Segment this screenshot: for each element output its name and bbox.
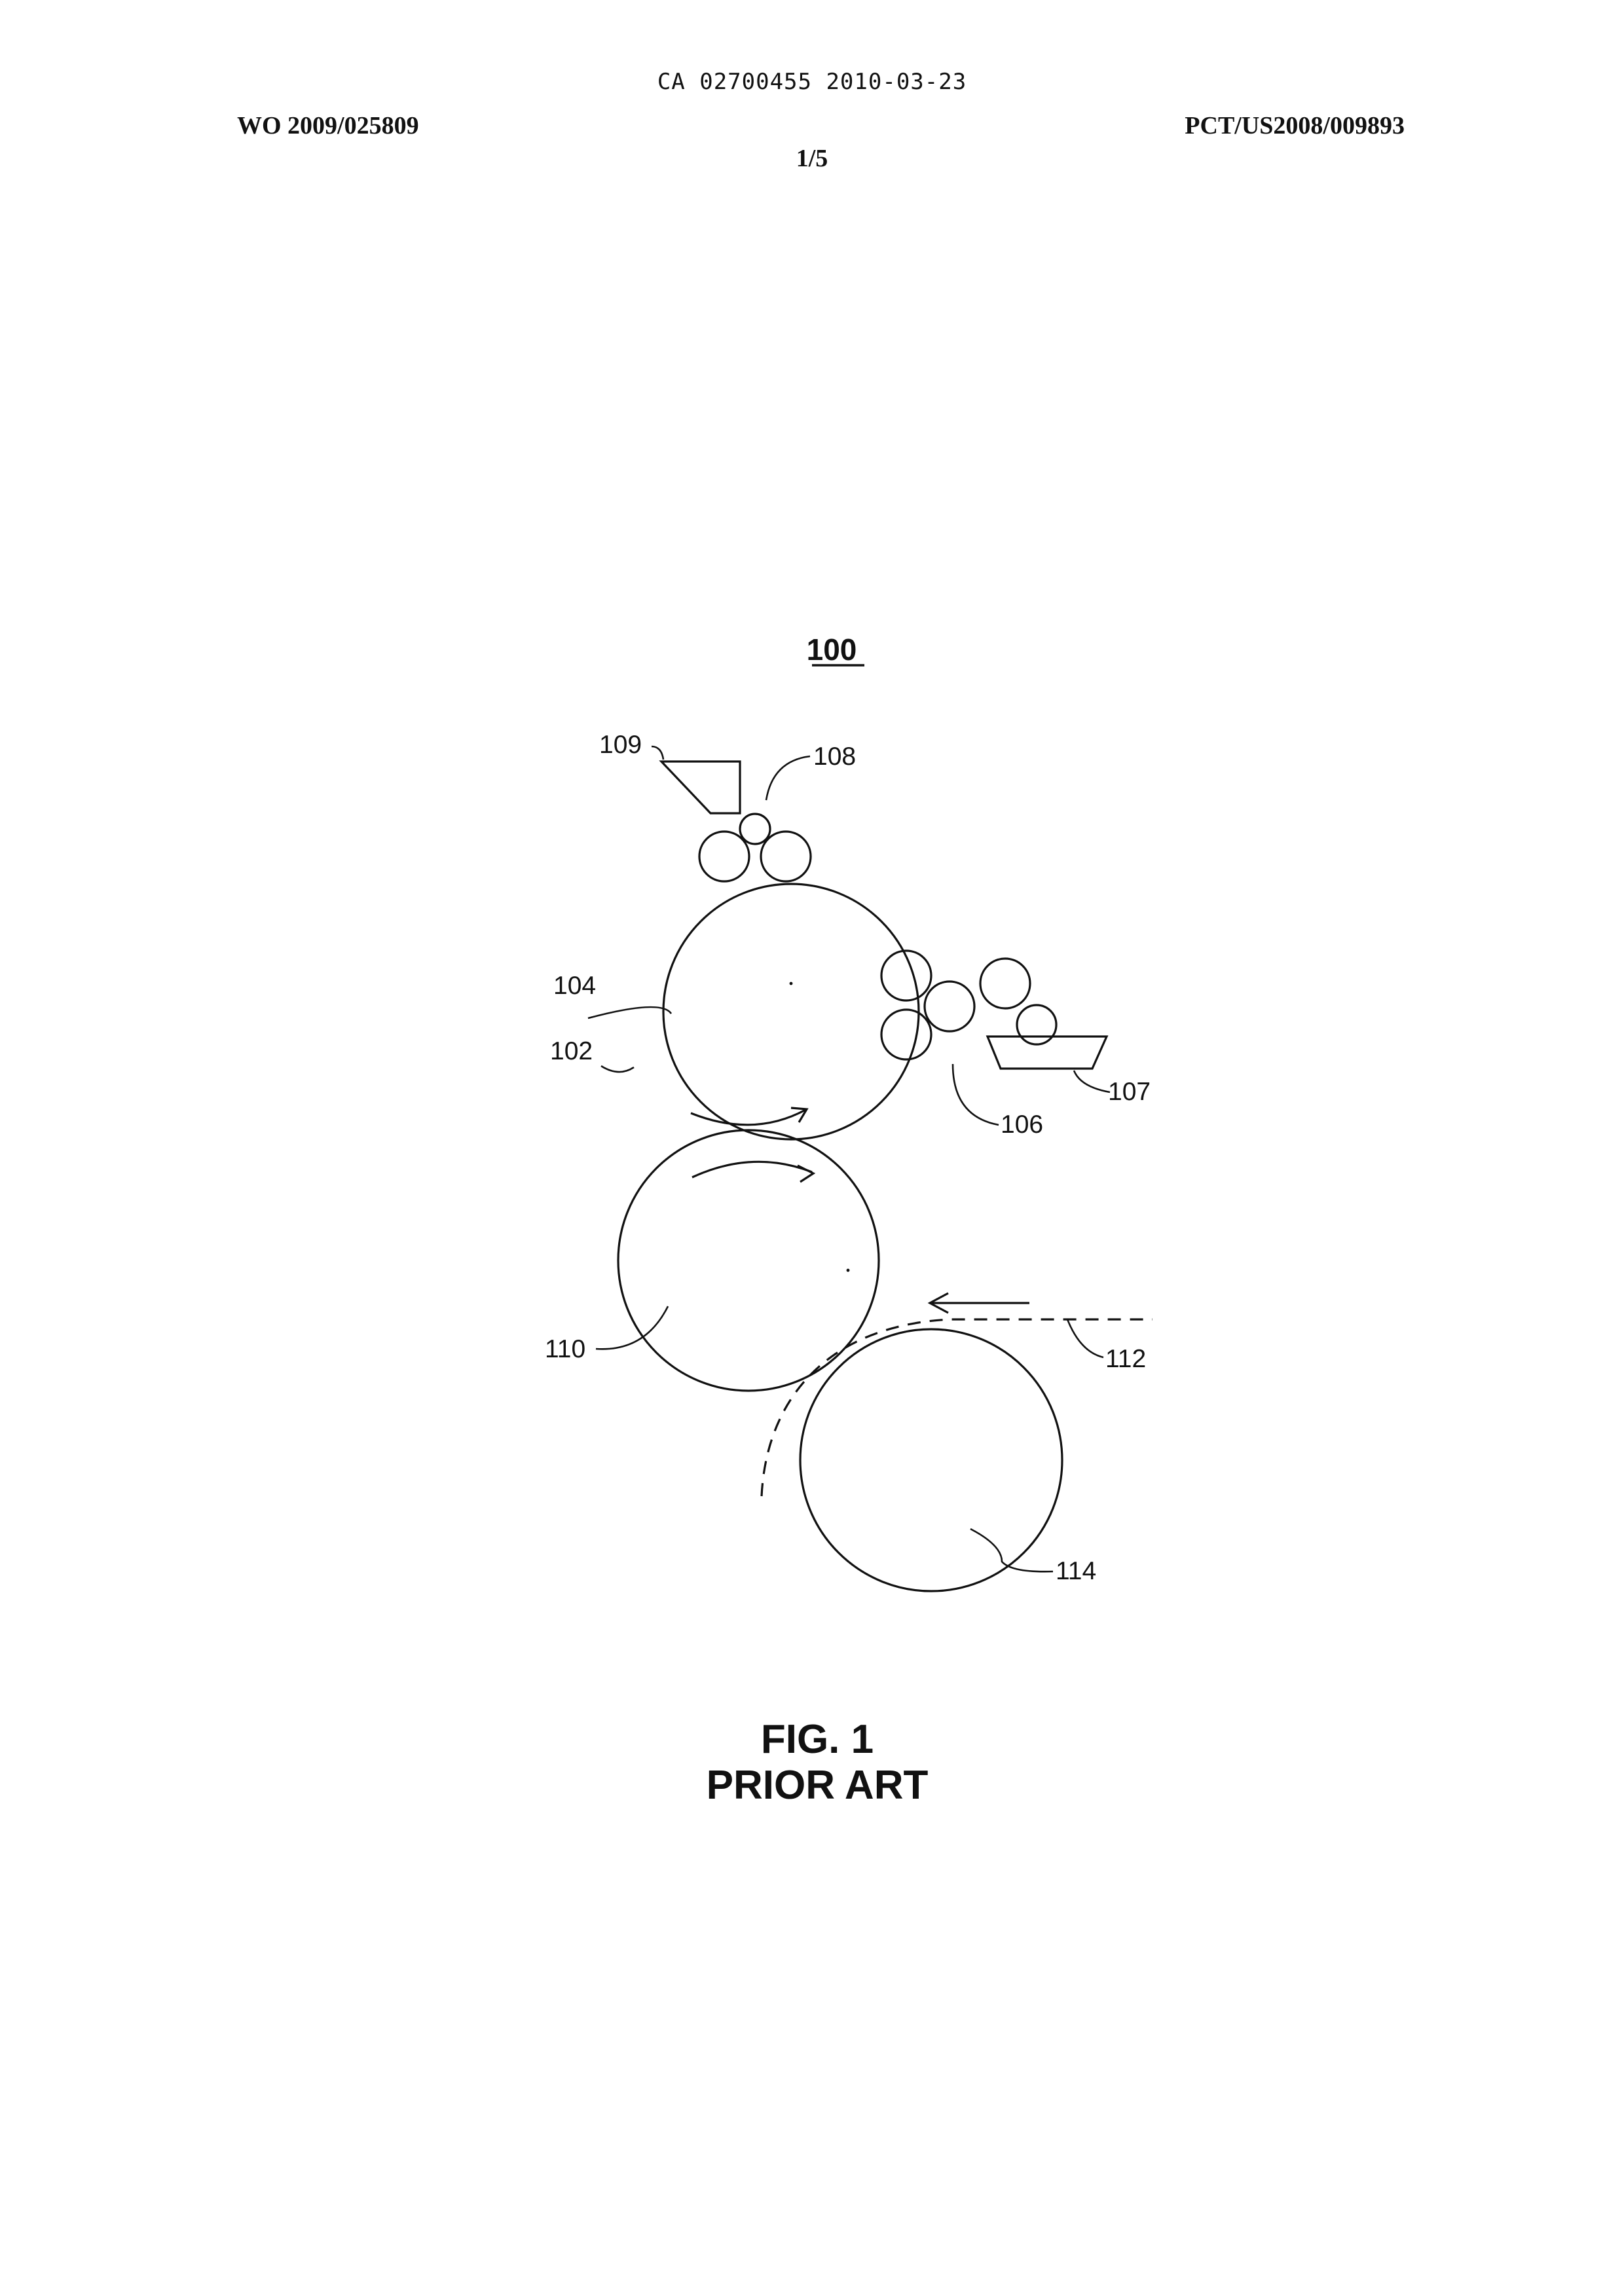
fountain-roller	[1017, 1005, 1056, 1044]
top-tray-109	[661, 762, 740, 813]
leader-110	[596, 1306, 668, 1349]
ink-roller-far	[980, 959, 1030, 1008]
figure-caption-prior-art: PRIOR ART	[707, 1763, 929, 1808]
rotation-arrow-102	[691, 1110, 805, 1125]
leader-112	[1067, 1319, 1103, 1357]
leader-102	[601, 1066, 634, 1072]
label-104: 104	[553, 972, 596, 1000]
label-106: 106	[1001, 1111, 1043, 1139]
cylinder-102-center-dot	[790, 982, 793, 985]
leader-106	[953, 1064, 999, 1125]
ink-roller-middle	[925, 982, 974, 1031]
cylinder-102	[663, 884, 919, 1139]
top-roller-left	[699, 832, 749, 881]
rotation-arrow-110	[692, 1162, 812, 1177]
top-roller-small	[740, 814, 770, 844]
leader-104	[588, 1007, 671, 1018]
leader-107	[1074, 1071, 1110, 1092]
top-roller-right	[761, 832, 811, 881]
label-107: 107	[1108, 1078, 1151, 1106]
label-112: 112	[1105, 1345, 1146, 1373]
figure-caption: FIG. 1	[761, 1717, 874, 1762]
leader-109	[652, 746, 663, 760]
figure-reference-number: 100	[807, 633, 857, 667]
label-109: 109	[599, 731, 642, 759]
leader-114	[970, 1529, 1053, 1571]
cylinder-114	[800, 1329, 1062, 1591]
cylinder-110-center-dot	[847, 1269, 850, 1272]
ink-roller-lower	[881, 1010, 931, 1059]
label-114: 114	[1056, 1557, 1096, 1585]
cylinder-110	[618, 1130, 879, 1391]
label-110: 110	[545, 1335, 585, 1363]
leader-108	[766, 756, 810, 800]
substrate-path-112	[762, 1319, 1153, 1496]
label-102: 102	[550, 1037, 593, 1065]
label-108: 108	[813, 743, 856, 771]
